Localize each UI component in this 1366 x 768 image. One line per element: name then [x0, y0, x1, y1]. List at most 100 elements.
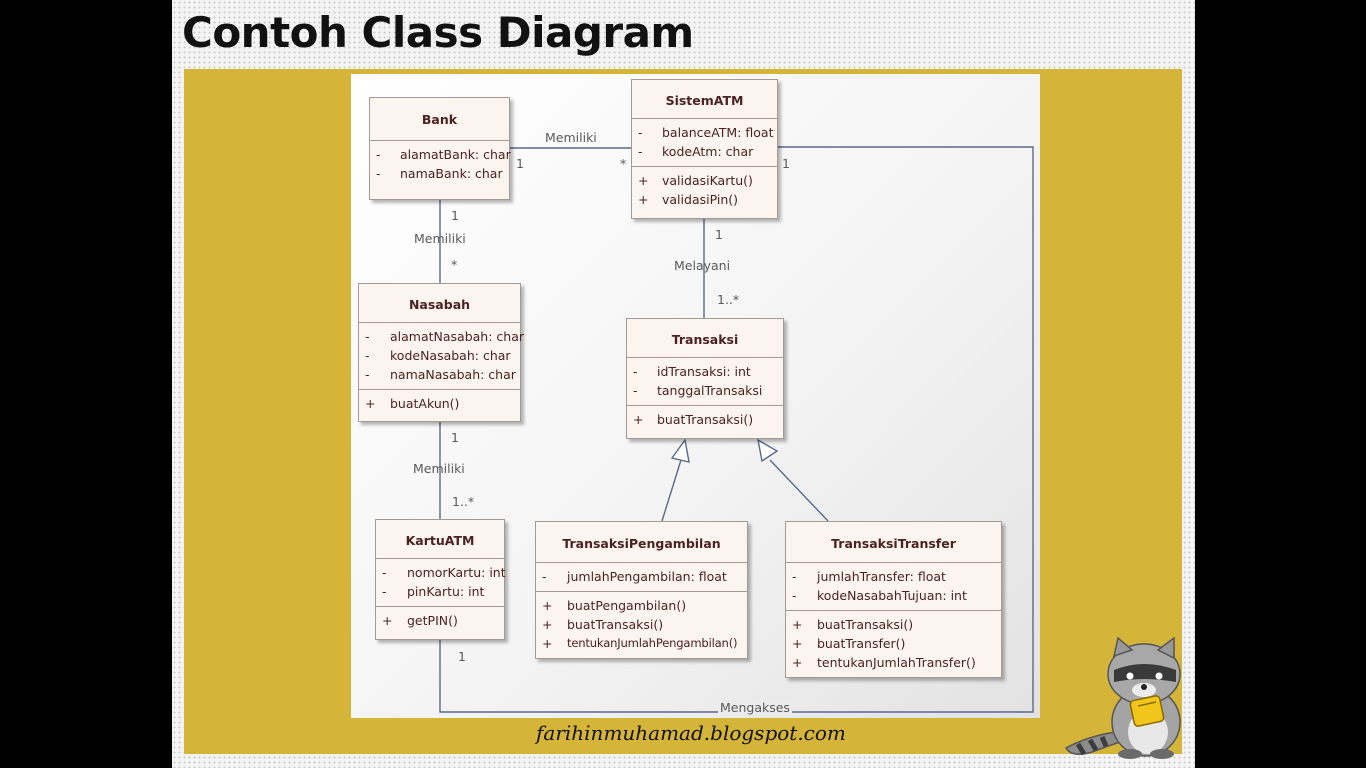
visibility-marker: - [542, 569, 547, 584]
class-kartuatm[interactable]: KartuATM - nomorKartu: int -pinKartu: int… [375, 519, 506, 640]
visibility-marker: - [365, 329, 370, 344]
operation-row: +tentukanJumlahTransfer() [786, 653, 1001, 672]
attributes-section: - jumlahPengambilan: float [536, 563, 747, 592]
attribute-text: namaBank: char [400, 166, 503, 181]
attribute-text: tanggalTransaksi [657, 383, 763, 398]
visibility-marker: - [633, 364, 638, 379]
operations-section: +buatTransaksi() +buatTransfer() +tentuk… [786, 611, 1001, 677]
visibility-marker: + [542, 617, 553, 632]
operations-section: + getPIN() [376, 607, 504, 635]
visibility-marker: + [365, 396, 376, 411]
class-name: Bank [370, 98, 509, 141]
operation-row: +buatPengambilan() [536, 596, 747, 615]
operation-row: + buatTransaksi() [627, 410, 783, 429]
attribute-text: jumlahPengambilan: float [567, 569, 727, 584]
slide-title: Contoh Class Diagram [182, 8, 694, 57]
class-transaksitransfer[interactable]: TransaksiTransfer -jumlahTransfer: float… [785, 521, 1002, 678]
attribute-text: alamatBank: char [400, 147, 511, 162]
attribute-row: - kodeNasabah: char [359, 346, 520, 365]
visibility-marker: + [638, 192, 649, 207]
class-name: Nasabah [359, 284, 520, 323]
operation-row: + buatTransaksi() [536, 615, 747, 634]
operation-text: validasiPin() [662, 192, 738, 207]
operation-text: tentukanJumlahPengambilan() [567, 636, 738, 650]
visibility-marker: - [792, 588, 797, 603]
operation-row: + validasiKartu() [632, 171, 777, 190]
attribute-row: - idTransaksi: int [627, 362, 783, 381]
operation-row: + getPIN() [376, 611, 504, 630]
attribute-row: - nomorKartu: int [376, 563, 506, 582]
assoc-label-kartuatm-sistematm: Mengakses [718, 700, 792, 715]
visibility-marker: + [382, 613, 393, 628]
attribute-row: - kodeAtm: char [632, 142, 777, 161]
assoc-label-bank-sistematm: Memiliki [545, 130, 597, 145]
attribute-text: alamatNasabah: char [390, 329, 525, 344]
operation-text: buatTransaksi() [657, 412, 754, 427]
class-sistematm[interactable]: SistemATM -balanceATM: float -kodeAtm: c… [631, 79, 778, 219]
operation-row: + buatTransfer() [786, 634, 1001, 653]
visibility-marker: + [542, 636, 553, 651]
attribute-row: -balanceATM: float [632, 123, 777, 142]
operation-text: getPIN() [407, 613, 458, 628]
visibility-marker: - [376, 147, 381, 162]
mult-bank-sistematm-to: * [620, 156, 627, 171]
footer-url: farihinmuhamad.blogspot.com [536, 721, 846, 745]
attribute-row: - namaNasabah: char [359, 365, 520, 384]
class-name: TransaksiTransfer [786, 522, 1001, 563]
operation-row: + tentukanJumlahPengambilan() [536, 634, 747, 653]
class-bank[interactable]: Bank - alamatBank: char - namaBank: char [369, 97, 511, 200]
class-transaksi[interactable]: Transaksi -idTransaksi: int -tanggalTran… [626, 318, 784, 439]
attribute-text: balanceATM: float [662, 125, 774, 140]
class-transaksipengambilan[interactable]: TransaksiPengambilan - jumlahPengambilan:… [535, 521, 748, 659]
mult-sistematm-transaksi-from: 1 [715, 227, 723, 242]
visibility-marker: + [633, 412, 644, 427]
mult-kartuatm-sistematm-from: 1 [458, 649, 466, 664]
operation-text: buatPengambilan() [567, 598, 687, 613]
attribute-row: - kodeNasabahTujuan: int [786, 586, 1001, 605]
attribute-text: namaNasabah: char [390, 367, 516, 382]
operation-text: validasiKartu() [662, 173, 753, 188]
operation-row: +buatTransaksi() [786, 615, 1001, 634]
visibility-marker: + [792, 655, 803, 670]
mult-bank-nasabah-to: * [451, 257, 458, 272]
attributes-section: -balanceATM: float - kodeAtm: char [632, 119, 777, 167]
operations-section: + buatTransaksi() [627, 406, 783, 434]
mult-nasabah-kartuatm-from: 1 [451, 430, 459, 445]
operations-section: +buatAkun() [359, 390, 520, 418]
attribute-text: pinKartu: int [407, 584, 485, 599]
attribute-text: kodeNasabah: char [390, 348, 511, 363]
visibility-marker: + [638, 173, 649, 188]
attributes-section: - nomorKartu: int -pinKartu: int [376, 559, 506, 607]
operations-section: + validasiKartu() + validasiPin() [632, 167, 777, 214]
visibility-marker: - [638, 144, 643, 159]
operation-text: buatTransfer() [817, 636, 906, 651]
attribute-text: kodeAtm: char [662, 144, 754, 159]
operation-text: buatTransaksi() [567, 617, 664, 632]
attribute-text: nomorKartu: int [407, 565, 506, 580]
attribute-row: -jumlahTransfer: float [786, 567, 1001, 586]
mult-bank-nasabah-from: 1 [451, 208, 459, 223]
attributes-section: - idTransaksi: int -tanggalTransaksi [627, 358, 783, 406]
visibility-marker: - [376, 166, 381, 181]
mult-sistematm-transaksi-to: 1..* [717, 292, 740, 307]
visibility-marker: + [792, 636, 803, 651]
visibility-marker: - [382, 565, 387, 580]
class-name: KartuATM [376, 520, 504, 559]
attribute-row: -pinKartu: int [376, 582, 504, 601]
operation-row: + validasiPin() [632, 190, 777, 209]
operations-section: +buatPengambilan() + buatTransaksi() + ten… [536, 592, 747, 658]
operation-row: +buatAkun() [359, 394, 520, 413]
attribute-row: -tanggalTransaksi [627, 381, 783, 400]
raccoon-mascot-icon [1064, 636, 1181, 759]
operation-text: buatTransaksi() [817, 617, 914, 632]
attributes-section: - alamatBank: char - namaBank: char [370, 141, 511, 188]
mult-bank-sistematm-from: 1 [516, 156, 524, 171]
attribute-text: idTransaksi: int [657, 364, 751, 379]
class-nasabah[interactable]: Nasabah - alamatNasabah: char - kodeNasaba… [358, 283, 525, 422]
visibility-marker: - [792, 569, 797, 584]
visibility-marker: - [365, 367, 370, 382]
visibility-marker: - [365, 348, 370, 363]
mult-nasabah-kartuatm-to: 1..* [452, 494, 475, 509]
attribute-text: kodeNasabahTujuan: int [817, 588, 967, 603]
class-name: TransaksiPengambilan [536, 522, 747, 563]
